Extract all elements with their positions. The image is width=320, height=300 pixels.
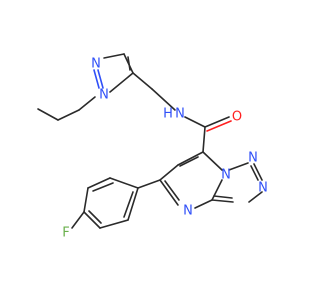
bond (253, 163, 263, 181)
bond (179, 156, 199, 167)
bonds (37, 53, 263, 229)
nitrogen-label: N (221, 168, 231, 183)
bond (137, 179, 161, 189)
bond (202, 126, 206, 153)
bond (177, 151, 204, 166)
oxygen-label: O (232, 110, 242, 125)
bond (88, 210, 102, 224)
nitrogen-label: N (183, 204, 193, 219)
amide-hydrogen-label: H (163, 107, 173, 122)
fluorine-label: F (62, 226, 69, 241)
bond (71, 211, 85, 229)
bond (164, 180, 180, 201)
nitrogen-label: N (99, 88, 109, 103)
bond (213, 195, 233, 199)
bond (83, 187, 89, 213)
bond (202, 151, 223, 171)
bond (127, 187, 139, 221)
bond (132, 72, 153, 90)
bond (194, 199, 213, 209)
molecule-structure-diagram: N N N H O N N N N F (37, 53, 268, 241)
bond (109, 177, 139, 189)
bond (250, 165, 259, 181)
bond (123, 191, 134, 218)
bond (109, 72, 134, 93)
bond (78, 96, 96, 111)
bond (248, 191, 263, 203)
bond (92, 182, 114, 192)
bond (159, 179, 179, 206)
bond (37, 108, 59, 121)
bond (57, 109, 80, 121)
bond (97, 69, 104, 89)
nitrogen-label: N (258, 181, 268, 196)
bond (87, 177, 111, 189)
bond (103, 53, 125, 59)
bond (211, 199, 234, 203)
atoms: N N N H O N N N N F (62, 57, 268, 241)
bond (204, 116, 230, 128)
nitrogen-label: N (248, 151, 258, 166)
bond (99, 219, 129, 229)
nitrogen-label: N (91, 57, 101, 72)
bond (93, 69, 100, 89)
bond (127, 56, 131, 71)
bond (184, 116, 206, 128)
bond (159, 164, 179, 181)
bond (83, 211, 101, 229)
bond (206, 120, 232, 132)
bond (228, 162, 249, 171)
bond (151, 88, 176, 111)
amide-nitrogen-label: N (175, 107, 185, 122)
